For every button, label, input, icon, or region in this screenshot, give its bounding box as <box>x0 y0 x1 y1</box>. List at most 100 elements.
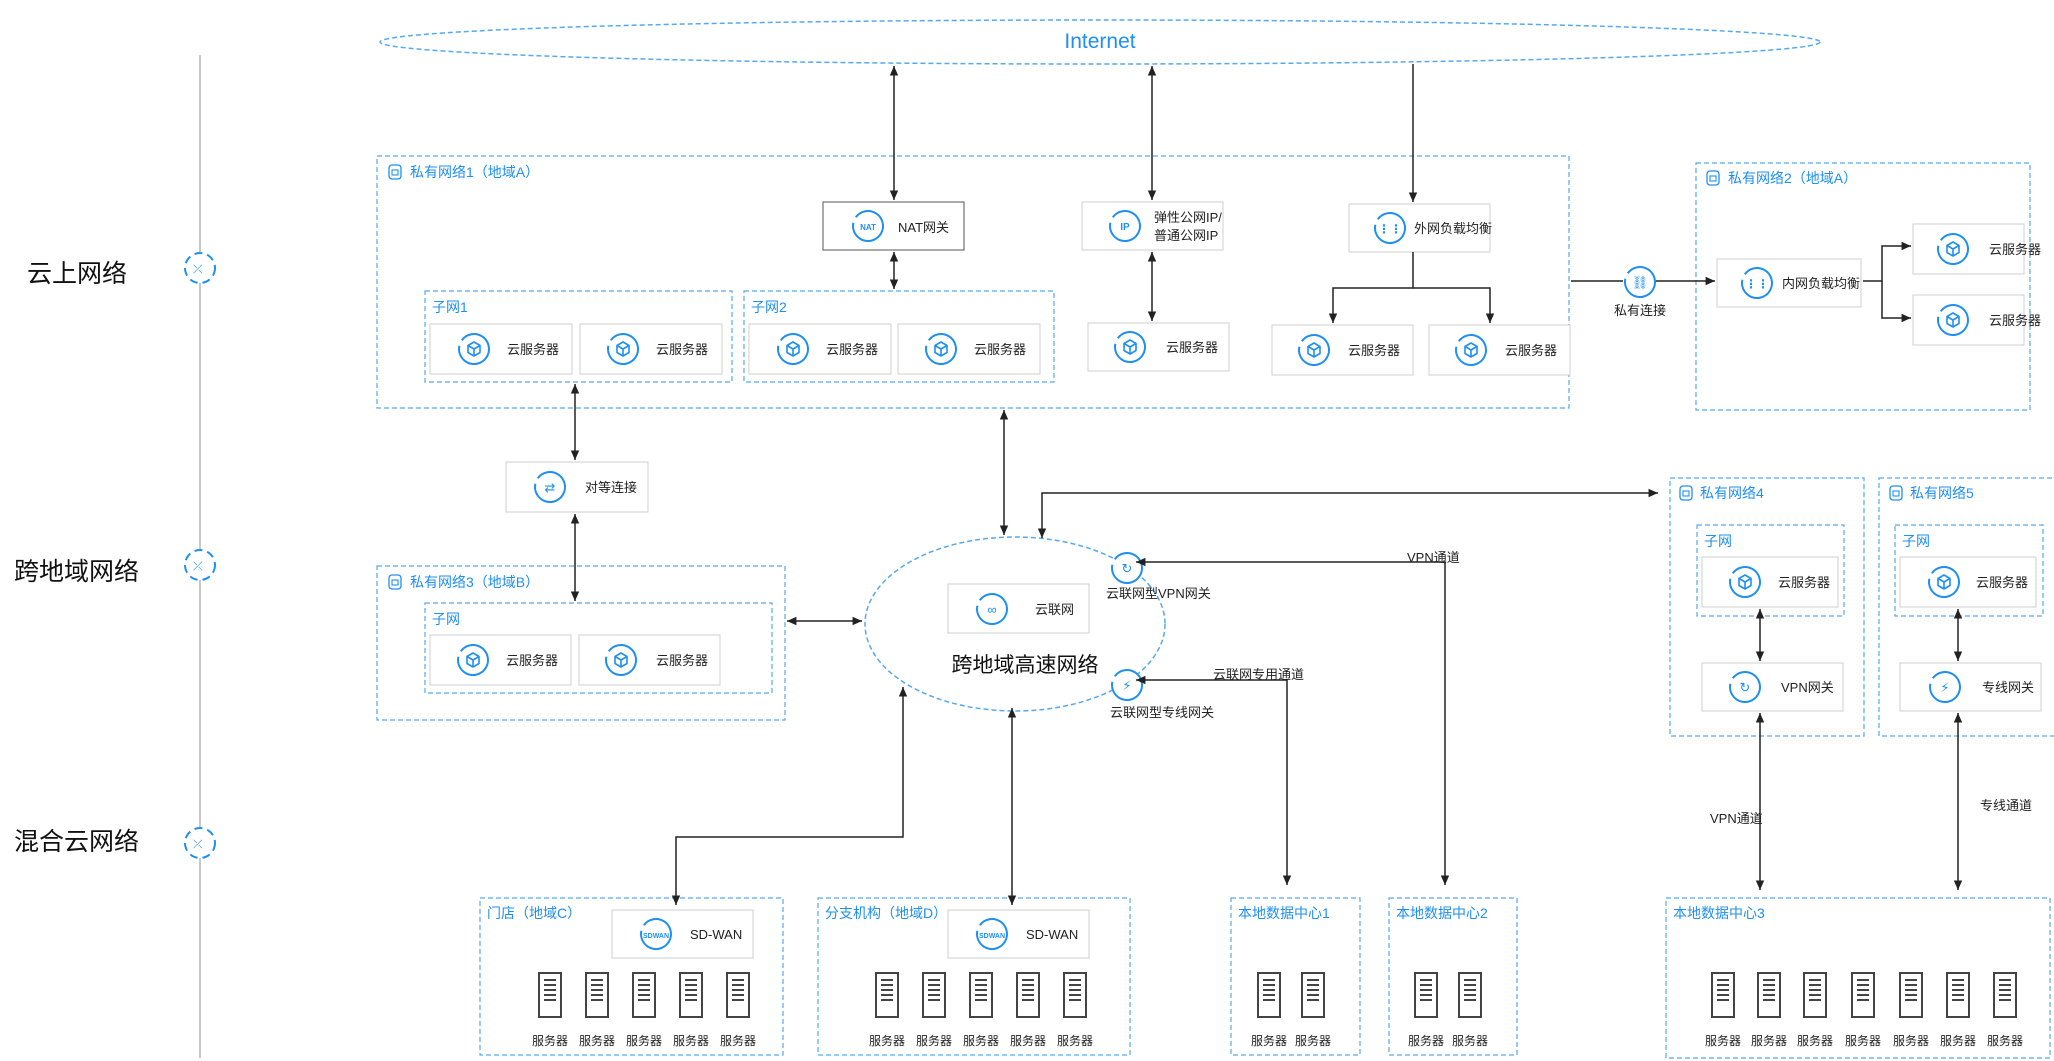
elb-server-2: 云服务器 <box>1428 324 1571 376</box>
server-icon <box>1414 972 1438 1018</box>
server-label: 服务器 <box>1987 1033 2023 1048</box>
server-label: 服务器 <box>532 1033 568 1048</box>
layer-marker-hybrid: ⤫ <box>184 827 216 859</box>
layer-marker-cross-region: ⤫ <box>184 549 216 581</box>
vpc5-dc-gateway-label: 专线网关 <box>1982 680 2034 695</box>
ccn-vpn-gateway-label: 云联网型VPN网关 <box>1106 586 1211 601</box>
server-icon <box>1458 972 1482 1018</box>
elb-server-1-label: 云服务器 <box>1348 343 1400 358</box>
subnet2-server-2-label: 云服务器 <box>974 342 1026 357</box>
elb-server-1: 云服务器 <box>1271 324 1414 376</box>
server-label: 服务器 <box>579 1033 615 1048</box>
svg-text:⛓: ⛓ <box>1632 275 1649 290</box>
vpc3-server-2: 云服务器 <box>578 634 721 686</box>
vpc4-vpn-gateway: ↻ VPN网关 <box>1701 662 1844 712</box>
connectors <box>570 64 1963 905</box>
ccn-node: ∞ 云联网 <box>947 583 1090 634</box>
vpc1-title: 私有网络1（地域A） <box>410 164 539 180</box>
vpc4-subnet-title: 子网 <box>1704 533 1732 549</box>
connector-store-ccn <box>671 687 908 905</box>
svg-text:∞: ∞ <box>987 602 996 617</box>
idc2-site: 本地数据中心2 <box>1388 897 1518 1056</box>
vpc4-server: 云服务器 <box>1701 556 1839 608</box>
server-label: 服务器 <box>720 1033 756 1048</box>
vpc4-server-label: 云服务器 <box>1778 575 1830 590</box>
server-label: 服务器 <box>916 1033 952 1048</box>
svg-text:NAT: NAT <box>860 223 876 232</box>
server-icon <box>1016 972 1040 1018</box>
vpc5-subnet: 子网 <box>1894 524 2044 617</box>
vpn-tunnel-right-label: VPN通道 <box>1710 811 1763 826</box>
eip-label-line1: 弹性公网IP/ <box>1154 210 1222 225</box>
layer-label-hybrid: 混合云网络 <box>14 828 139 856</box>
vpc3-lock-icon <box>388 574 402 590</box>
idc1-site: 本地数据中心1 <box>1230 897 1361 1056</box>
svg-text:⤫: ⤫ <box>193 837 203 851</box>
server-label: 服务器 <box>1010 1033 1046 1048</box>
server-label: 服务器 <box>1452 1033 1488 1048</box>
vpc2-lock-icon <box>1706 170 1720 186</box>
dc-tunnel-right-label: 专线通道 <box>1980 798 2032 813</box>
subnet2-title: 子网2 <box>751 299 787 315</box>
connector-ilb-server2 <box>1881 281 1911 323</box>
vpc4-vpn-gateway-label: VPN网关 <box>1781 680 1834 695</box>
vpc3-server-1: 云服务器 <box>429 634 572 686</box>
branch-server-rack: 服务器服务器服务器服务器服务器 <box>869 972 1093 1048</box>
connector-elb-server2 <box>1413 287 1495 323</box>
private-link-label: 私有连接 <box>1614 303 1666 318</box>
idc3-title: 本地数据中心3 <box>1673 905 1765 921</box>
server-icon <box>1993 972 2017 1018</box>
server-label: 服务器 <box>1295 1033 1331 1048</box>
store-site: 门店（地域C） <box>479 897 784 1056</box>
subnet2-server-1: 云服务器 <box>748 323 892 375</box>
internal-lb-label: 内网负载均衡 <box>1782 276 1860 291</box>
external-lb-label: 外网负载均衡 <box>1414 221 1492 236</box>
direct-connect-gateway-icon <box>1929 671 1961 703</box>
idc3-site: 本地数据中心3 <box>1665 897 2051 1059</box>
peering-label: 对等连接 <box>585 480 637 495</box>
branch-sdwan-label: SD-WAN <box>1026 927 1078 942</box>
connector-elb-server1 <box>1328 252 1414 323</box>
layer-label-cross-region: 跨地域网络 <box>14 558 139 586</box>
server-label: 服务器 <box>1751 1033 1787 1048</box>
server-icon <box>679 972 703 1018</box>
server-label: 服务器 <box>1408 1033 1444 1048</box>
external-load-balancer: ⋮⋮ 外网负载均衡 <box>1348 203 1492 253</box>
server-label: 服务器 <box>869 1033 905 1048</box>
load-balancer-icon <box>1741 267 1773 299</box>
layer-label-cloud: 云上网络 <box>27 260 127 288</box>
server-icon <box>875 972 899 1018</box>
server-icon <box>1757 972 1781 1018</box>
server-label: 服务器 <box>1940 1033 1976 1048</box>
ccn-label: 云联网 <box>1035 602 1074 617</box>
vpc2-container: 私有网络2（地域A） <box>1695 162 2031 411</box>
load-balancer-icon <box>1374 212 1406 244</box>
internet-label: Internet <box>1064 30 1135 53</box>
ccn-dc-gateway: ⚡ 云联网型专线网关 <box>1110 669 1214 720</box>
sd-wan-icon <box>976 918 1008 950</box>
server-icon <box>538 972 562 1018</box>
vpc5-dc-gateway: ⚡ 专线网关 <box>1899 662 2042 712</box>
svg-text:⇄: ⇄ <box>545 480 556 495</box>
vpc4-lock-icon <box>1679 485 1693 501</box>
server-icon <box>969 972 993 1018</box>
server-icon <box>1899 972 1923 1018</box>
server-label: 服务器 <box>626 1033 662 1048</box>
connector-vpn-gw-idc2 <box>1136 557 1450 885</box>
svg-text:⋮⋮: ⋮⋮ <box>1745 277 1769 291</box>
ccn-dc-gateway-label: 云联网型专线网关 <box>1110 705 1214 720</box>
eip-icon <box>1109 210 1141 243</box>
eip-node: IP 弹性公网IP/ 普通公网IP <box>1081 201 1224 251</box>
store-server-rack: 服务器服务器服务器服务器服务器 <box>532 972 756 1048</box>
store-sdwan-label: SD-WAN <box>690 927 742 942</box>
svg-text:⚡: ⚡ <box>1940 680 1949 695</box>
vpc4-subnet: 子网 <box>1696 524 1845 617</box>
elb-server-2-label: 云服务器 <box>1505 343 1557 358</box>
server-icon <box>1301 972 1325 1018</box>
nat-gateway-label: NAT网关 <box>898 220 949 235</box>
subnet1-server-1-label: 云服务器 <box>507 342 559 357</box>
sd-wan-icon <box>640 918 672 950</box>
svg-text:⤫: ⤫ <box>193 559 203 573</box>
vpc3-title: 私有网络3（地域B） <box>410 574 539 590</box>
